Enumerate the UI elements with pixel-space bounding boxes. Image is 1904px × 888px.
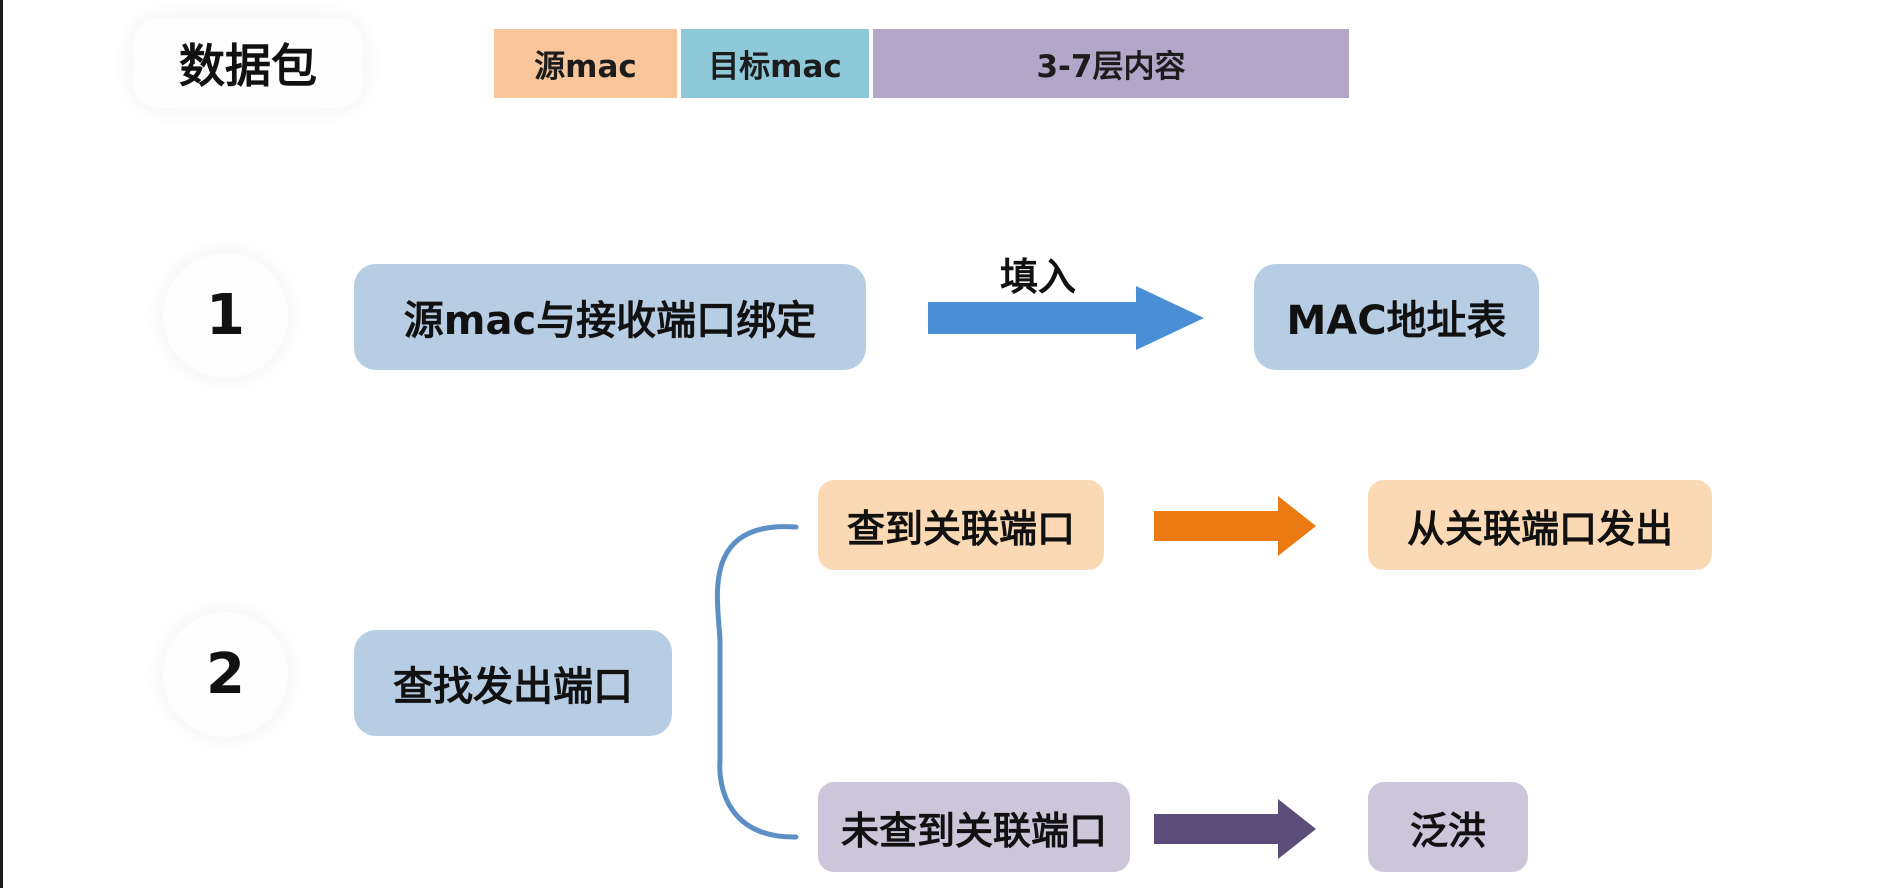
- packet-field-source-mac: 源mac: [494, 29, 677, 98]
- step2-action-text: 查找发出端口: [393, 664, 633, 710]
- branch-connector: [714, 524, 799, 840]
- step2-number: 2: [163, 612, 288, 737]
- step2-action-box: 查找发出端口: [354, 630, 672, 736]
- send-from-port-box: 从关联端口发出: [1368, 480, 1712, 570]
- not-found-port-text: 未查到关联端口: [840, 808, 1107, 853]
- mac-table-text: MAC地址表: [1286, 298, 1507, 344]
- not-found-port-box: 未查到关联端口: [818, 782, 1130, 872]
- step1-number: 1: [163, 253, 288, 378]
- packet-field-dest-mac: 目标mac: [681, 29, 869, 98]
- packet-title-text: 数据包: [179, 39, 317, 93]
- step1-action-box: 源mac与接收端口绑定: [354, 264, 866, 370]
- found-arrow: [1154, 496, 1316, 556]
- fill-in-arrow: [928, 286, 1204, 350]
- flood-box: 泛洪: [1368, 782, 1528, 872]
- packet-title: 数据包: [133, 18, 363, 108]
- left-edge-line: [0, 0, 3, 888]
- step1-action-text: 源mac与接收端口绑定: [403, 298, 817, 344]
- found-port-box: 查到关联端口: [818, 480, 1104, 570]
- packet-field-layer3-7: 3-7层内容: [873, 29, 1349, 98]
- step1-arrow-label: 填入: [1000, 255, 1077, 299]
- found-port-text: 查到关联端口: [846, 506, 1075, 551]
- send-from-port-text: 从关联端口发出: [1406, 506, 1673, 551]
- flood-arrow: [1154, 799, 1316, 859]
- flood-text: 泛洪: [1409, 808, 1486, 853]
- mac-table-box: MAC地址表: [1254, 264, 1539, 370]
